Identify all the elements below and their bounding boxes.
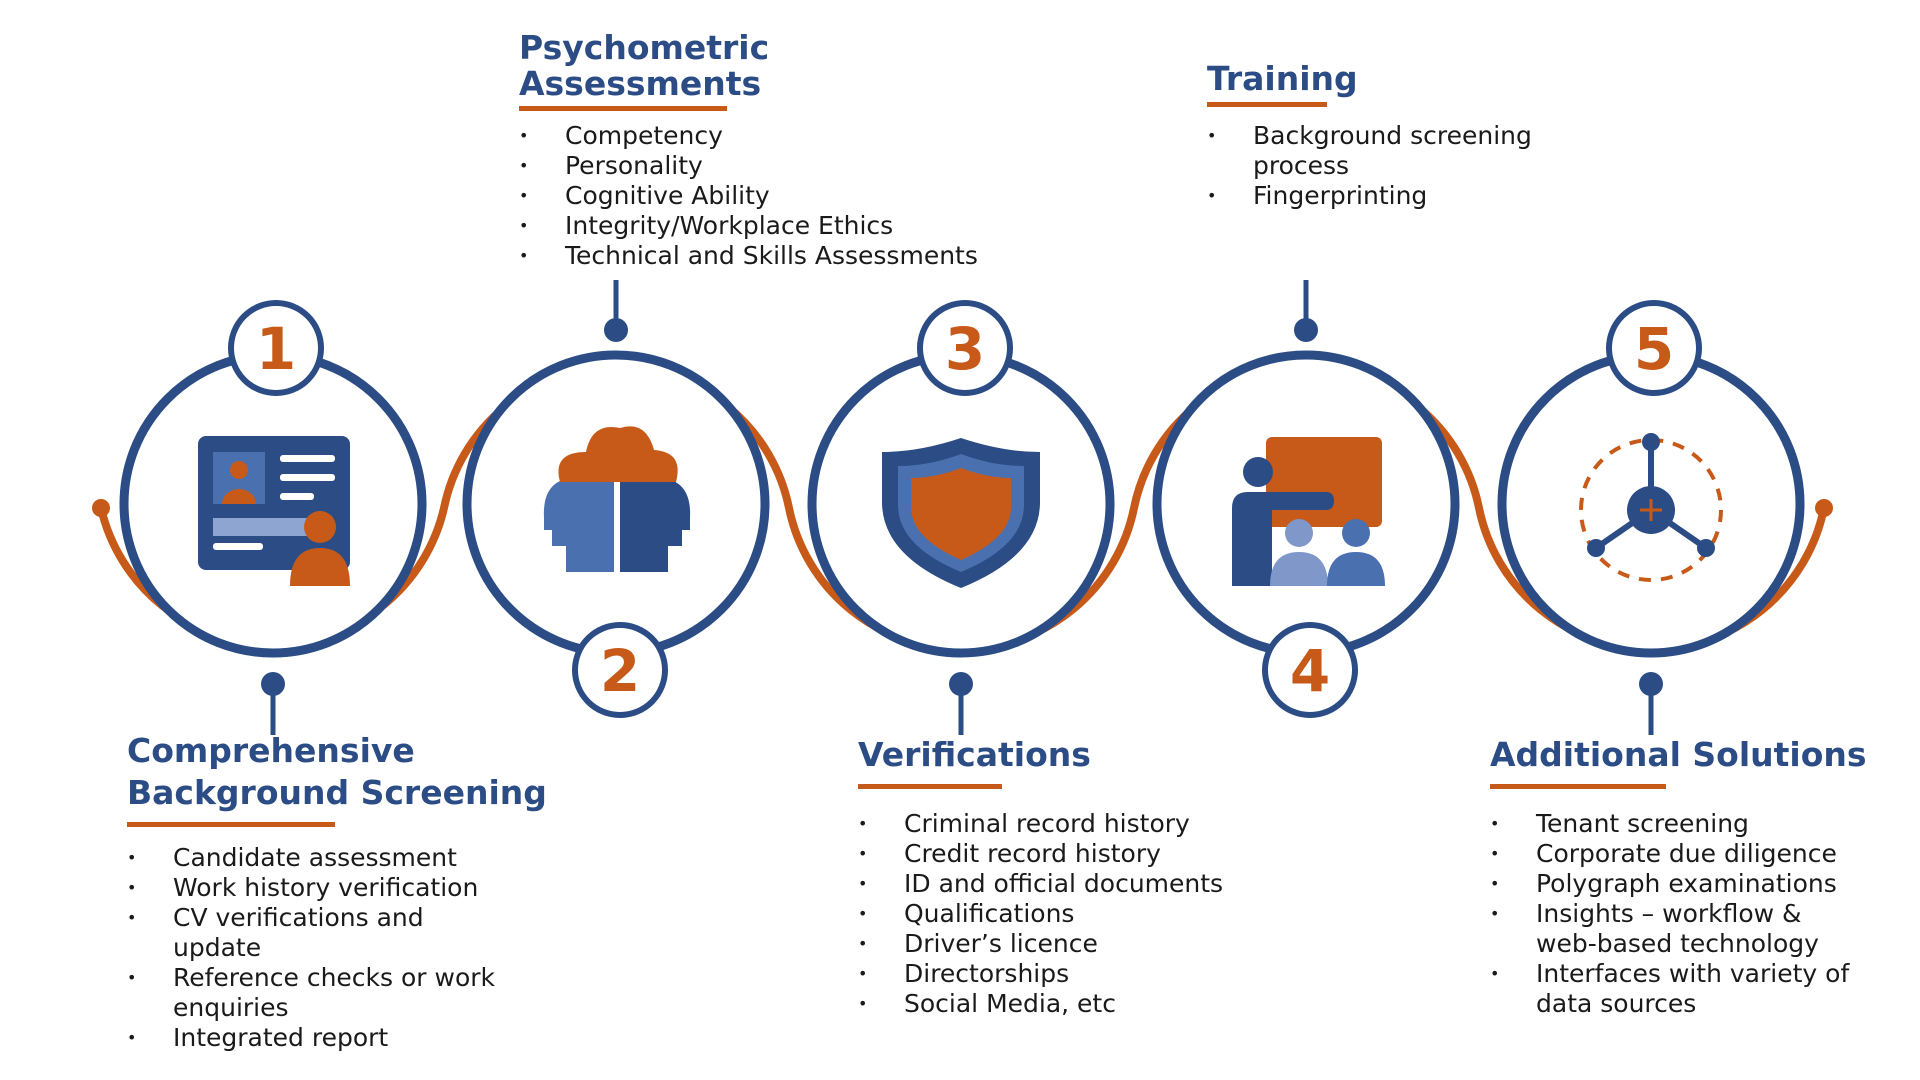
step-3-number: 3 <box>945 315 985 383</box>
step-1-heading: Comprehensive Background Screening <box>127 731 547 812</box>
shield-icon <box>882 438 1040 588</box>
list-item: Background screening <box>1207 121 1532 151</box>
step-2-connector-dot <box>604 318 628 342</box>
step-5-heading: Additional Solutions <box>1490 735 1867 774</box>
list-item: update <box>173 933 262 962</box>
step-5-description: Additional Solutions Tenant screening Co… <box>1490 734 1867 1019</box>
list-item: Criminal record history <box>858 809 1223 839</box>
list-item: Fingerprinting <box>1207 181 1532 211</box>
list-item: Insights – workflow & <box>1490 899 1867 929</box>
list-item: Social Media, etc <box>858 989 1223 1019</box>
step-3-badge <box>917 300 1013 396</box>
step-4-heading: Training <box>1207 59 1358 98</box>
list-item: Qualifications <box>858 899 1223 929</box>
list-item: Candidate assessment <box>127 843 567 873</box>
wave-end-dot-right <box>1815 499 1833 517</box>
step-2-description: Psychometric Assessments Competency Pers… <box>519 30 978 271</box>
list-item: Corporate due diligence <box>1490 839 1867 869</box>
step-5-heading-rule <box>1490 784 1666 789</box>
list-item: Integrity/Workplace Ethics <box>519 211 978 241</box>
step-4-badge <box>1262 622 1358 718</box>
list-item: Tenant screening <box>1490 809 1867 839</box>
list-item: data sources <box>1536 989 1697 1018</box>
list-item: process <box>1253 151 1350 180</box>
list-item: Integrated report <box>127 1023 567 1053</box>
step-5-number: 5 <box>1634 315 1674 383</box>
list-item: CV verifications and <box>127 903 567 933</box>
step-3-connector-dot <box>949 672 973 696</box>
list-item: web-based technology <box>1536 929 1819 958</box>
step-1-item-list: Candidate assessment Work history verifi… <box>127 843 567 1053</box>
step-icons <box>198 426 1723 588</box>
list-item: Polygraph examinations <box>1490 869 1867 899</box>
list-item: Personality <box>519 151 978 181</box>
step-1-heading-rule <box>127 822 335 827</box>
step-4-item-list: Background screening process Fingerprint… <box>1207 121 1532 211</box>
brain-head-icon <box>543 426 691 572</box>
training-presentation-icon <box>1232 437 1385 586</box>
step-2-badge <box>572 622 668 718</box>
id-card-icon <box>198 436 350 586</box>
step-4-connector-dot <box>1294 318 1318 342</box>
step-2-item-list: Competency Personality Cognitive Ability… <box>519 121 978 271</box>
step-5-badge <box>1606 300 1702 396</box>
list-item: Reference checks or work <box>127 963 567 993</box>
step-3-description: Verifications Criminal record history Cr… <box>858 734 1223 1019</box>
step-2-number: 2 <box>600 637 640 705</box>
step-3-heading-rule <box>858 784 1002 789</box>
wave-end-dot-left <box>92 499 110 517</box>
step-4-description: Training Background screening process Fi… <box>1207 58 1532 211</box>
step-3-heading: Verifications <box>858 735 1091 774</box>
step-2-heading-rule <box>519 106 727 111</box>
list-item: ID and official documents <box>858 869 1223 899</box>
list-item: Interfaces with variety of <box>1490 959 1867 989</box>
list-item: enquiries <box>173 993 289 1022</box>
step-3-item-list: Criminal record history Credit record hi… <box>858 809 1223 1019</box>
step-5-item-list: Tenant screening Corporate due diligence… <box>1490 809 1867 1019</box>
step-2-circle <box>462 350 770 658</box>
step-5-connector-dot <box>1639 672 1663 696</box>
list-item: Directorships <box>858 959 1223 989</box>
step-number-badges: 1 2 3 4 5 <box>228 300 1702 718</box>
step-1-connector-dot <box>261 672 285 696</box>
list-item: Work history verification <box>127 873 567 903</box>
network-node-icon <box>1579 433 1723 582</box>
step-4-number: 4 <box>1290 637 1330 705</box>
callout-connectors <box>261 280 1663 735</box>
step-2-heading: Psychometric Assessments <box>519 28 770 103</box>
step-1-description: Comprehensive Background Screening Candi… <box>127 730 567 1053</box>
list-item: Competency <box>519 121 978 151</box>
step-4-heading-rule <box>1207 102 1327 107</box>
step-1-number: 1 <box>256 315 296 383</box>
list-item: Credit record history <box>858 839 1223 869</box>
step-1-badge <box>228 300 324 396</box>
list-item: Technical and Skills Assessments <box>519 241 978 271</box>
list-item: Cognitive Ability <box>519 181 978 211</box>
list-item: Driver’s licence <box>858 929 1223 959</box>
